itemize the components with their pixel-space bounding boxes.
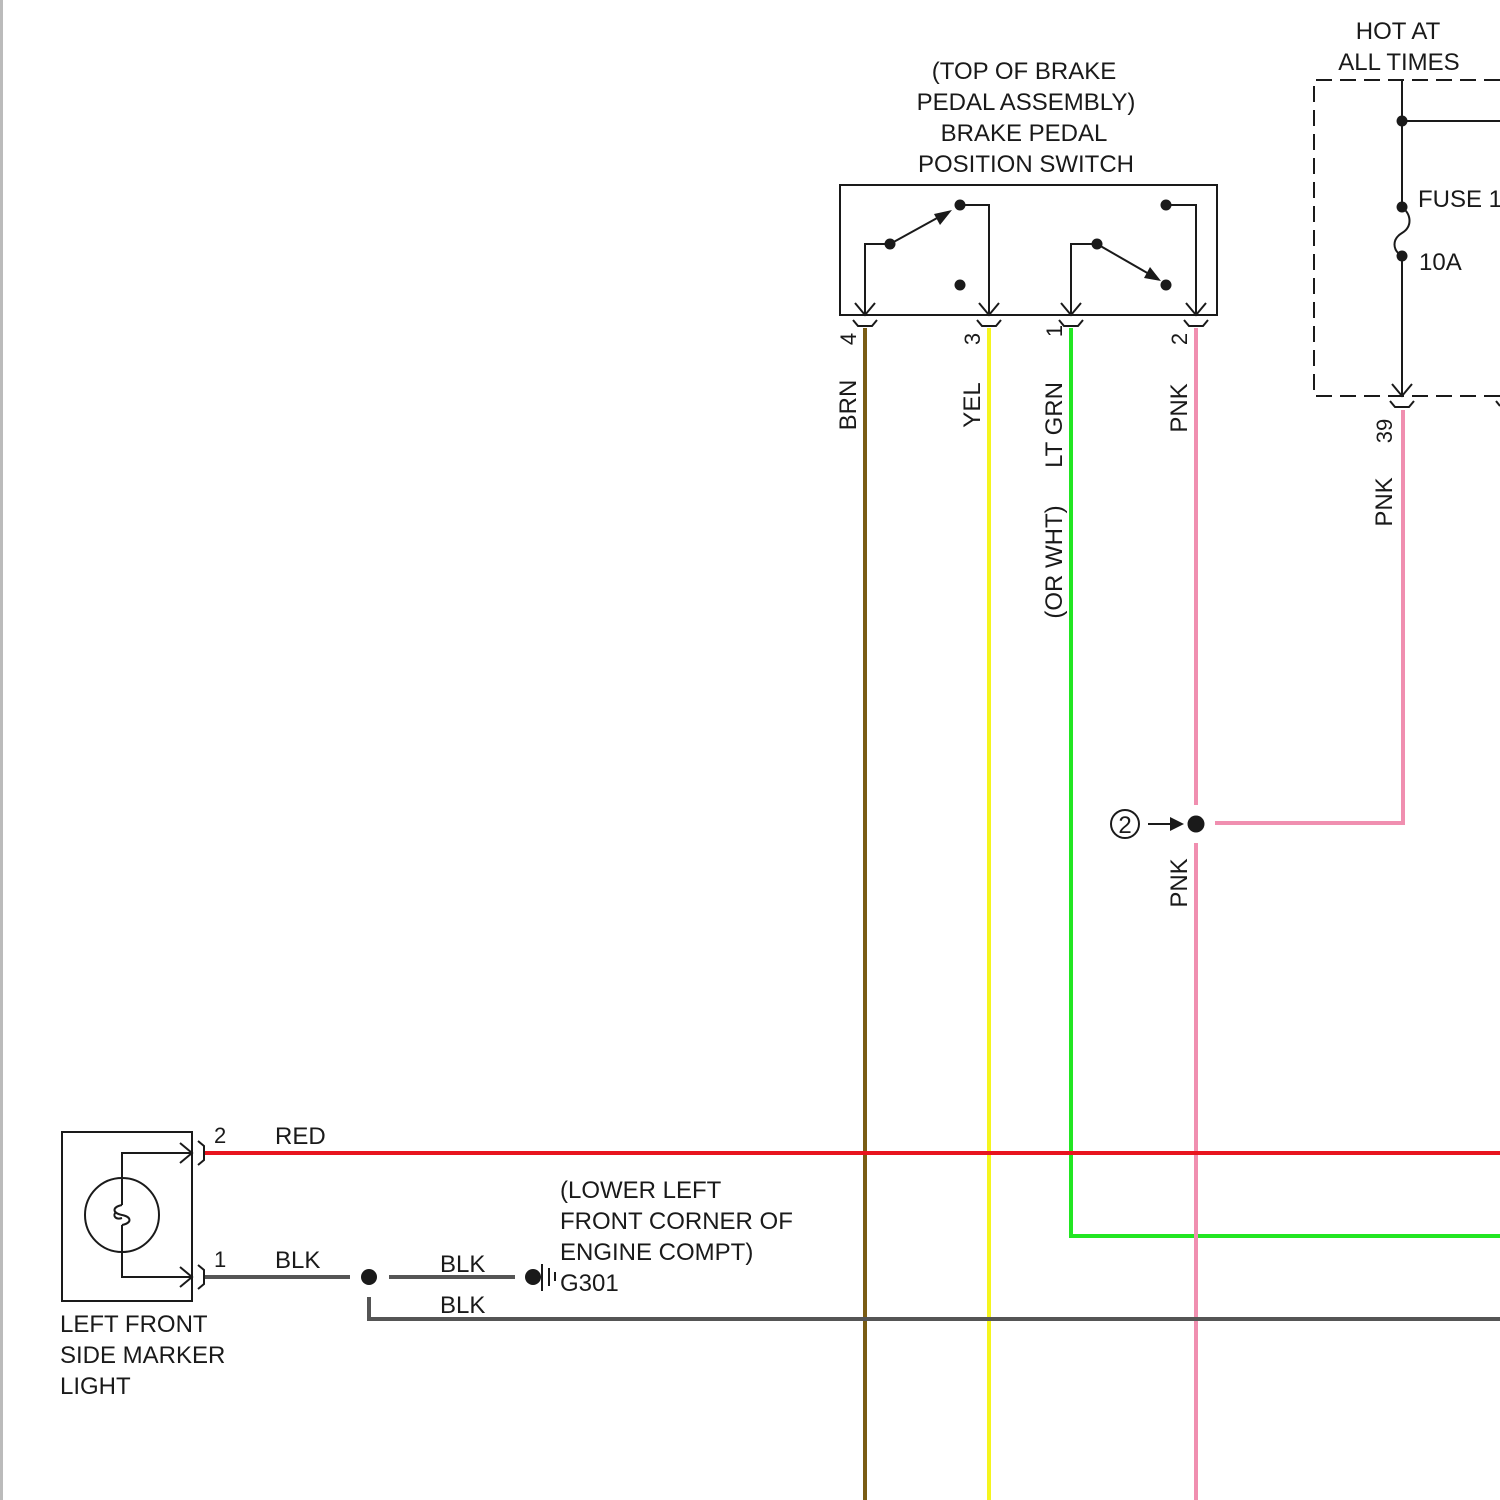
splice-2-dot <box>1188 816 1205 833</box>
switch-contact-pivot-right <box>1092 239 1103 250</box>
switch-pin-4: 4 <box>836 333 861 345</box>
ground-location-line-1: (LOWER LEFT <box>560 1177 722 1204</box>
yel-label: YEL <box>959 382 986 427</box>
pnk-wire-fuse <box>1215 410 1403 823</box>
blk-splice-dot <box>361 1269 377 1285</box>
blk-label-2: BLK <box>440 1251 485 1278</box>
fuse-rating: 10A <box>1419 249 1462 276</box>
fuse-element <box>1395 207 1410 256</box>
fuse-connector-mark <box>1390 401 1414 407</box>
fuse-block-dashed-outline <box>1314 80 1500 396</box>
fuse-pin-39: 39 <box>1372 419 1397 443</box>
switch-lead-pin-4 <box>865 244 890 315</box>
switch-title-line-4: POSITION SWITCH <box>918 151 1134 178</box>
connector-mark-2 <box>1184 320 1208 326</box>
connector-mark-3 <box>977 320 1001 326</box>
switch-lead-pin-2 <box>1166 205 1196 315</box>
switch-lead-pin-3 <box>960 205 989 315</box>
splice-2-pointer-arrowhead <box>1170 817 1184 831</box>
ground-name: G301 <box>560 1270 619 1297</box>
switch-pin-1: 1 <box>1042 325 1067 337</box>
marker-pin-1: 1 <box>214 1247 226 1272</box>
switch-blade-right-arrowhead <box>1144 267 1161 281</box>
switch-contact-top-left <box>955 200 966 211</box>
fuse-block-title-line-2: ALL TIMES <box>1338 49 1459 76</box>
switch-housing <box>840 185 1217 315</box>
marker-title-line-1: LEFT FRONT <box>60 1311 208 1338</box>
fuse-label: FUSE 1 <box>1418 186 1500 213</box>
blk-label-3: BLK <box>440 1292 485 1319</box>
switch-lead-pin-1 <box>1071 244 1097 315</box>
or-wht-label: (OR WHT) <box>1041 505 1068 618</box>
connector-mark-4 <box>853 320 877 326</box>
marker-title-line-3: LIGHT <box>60 1373 131 1400</box>
brn-label: BRN <box>835 380 862 431</box>
lt-grn-label: LT GRN <box>1041 382 1068 468</box>
lt-grn-wire <box>1071 328 1500 1236</box>
marker-title-line-2: SIDE MARKER <box>60 1342 225 1369</box>
wires <box>205 328 1500 1500</box>
brake-pedal-position-switch: (TOP OF BRAKE PEDAL ASSEMBLY) BRAKE PEDA… <box>835 58 1217 619</box>
pnk-lower-label: PNK <box>1166 858 1193 907</box>
switch-title-line-2: PEDAL ASSEMBLY) <box>917 89 1136 116</box>
fuse-block: HOT AT ALL TIMES FUSE 1 10A 39 PNK <box>1314 18 1500 527</box>
fuse-block-title-line-1: HOT AT <box>1356 18 1441 45</box>
fuse-terminal-top <box>1397 202 1408 213</box>
marker-connector-mark-1 <box>198 1265 204 1289</box>
marker-pin-2: 2 <box>214 1123 226 1148</box>
pnk-fuse-label: PNK <box>1371 477 1398 526</box>
switch-contact-bottom-left <box>955 280 966 291</box>
pnk-switch-label: PNK <box>1166 383 1193 432</box>
fuse-connector-mark-right <box>1496 401 1500 406</box>
marker-light-filament <box>115 1205 130 1225</box>
blk-wire-main <box>369 1297 1500 1319</box>
switch-title-line-1: (TOP OF BRAKE <box>932 58 1117 85</box>
switch-contact-pivot-left <box>885 239 896 250</box>
red-label: RED <box>275 1123 326 1150</box>
ground-location-line-3: ENGINE COMPT) <box>560 1239 753 1266</box>
fuse-terminal-bottom <box>1397 251 1408 262</box>
fuse-feed-junction <box>1397 116 1408 127</box>
switch-title-line-3: BRAKE PEDAL <box>941 120 1108 147</box>
splice-2: 2 PNK <box>1111 810 1205 908</box>
ground-location-line-2: FRONT CORNER OF <box>560 1208 793 1235</box>
blk-label-1: BLK <box>275 1247 320 1274</box>
switch-blade-left-arrowhead <box>934 210 952 225</box>
switch-contact-bottom-right <box>1161 280 1172 291</box>
marker-connector-mark-2 <box>198 1141 204 1165</box>
splice-2-callout-number: 2 <box>1118 812 1131 839</box>
switch-pin-2: 2 <box>1167 333 1192 345</box>
switch-pin-3: 3 <box>960 333 985 345</box>
switch-contact-top-right <box>1161 200 1172 211</box>
left-front-side-marker-light: 2 1 LEFT FRONT SIDE MARKER LIGHT <box>60 1123 226 1400</box>
